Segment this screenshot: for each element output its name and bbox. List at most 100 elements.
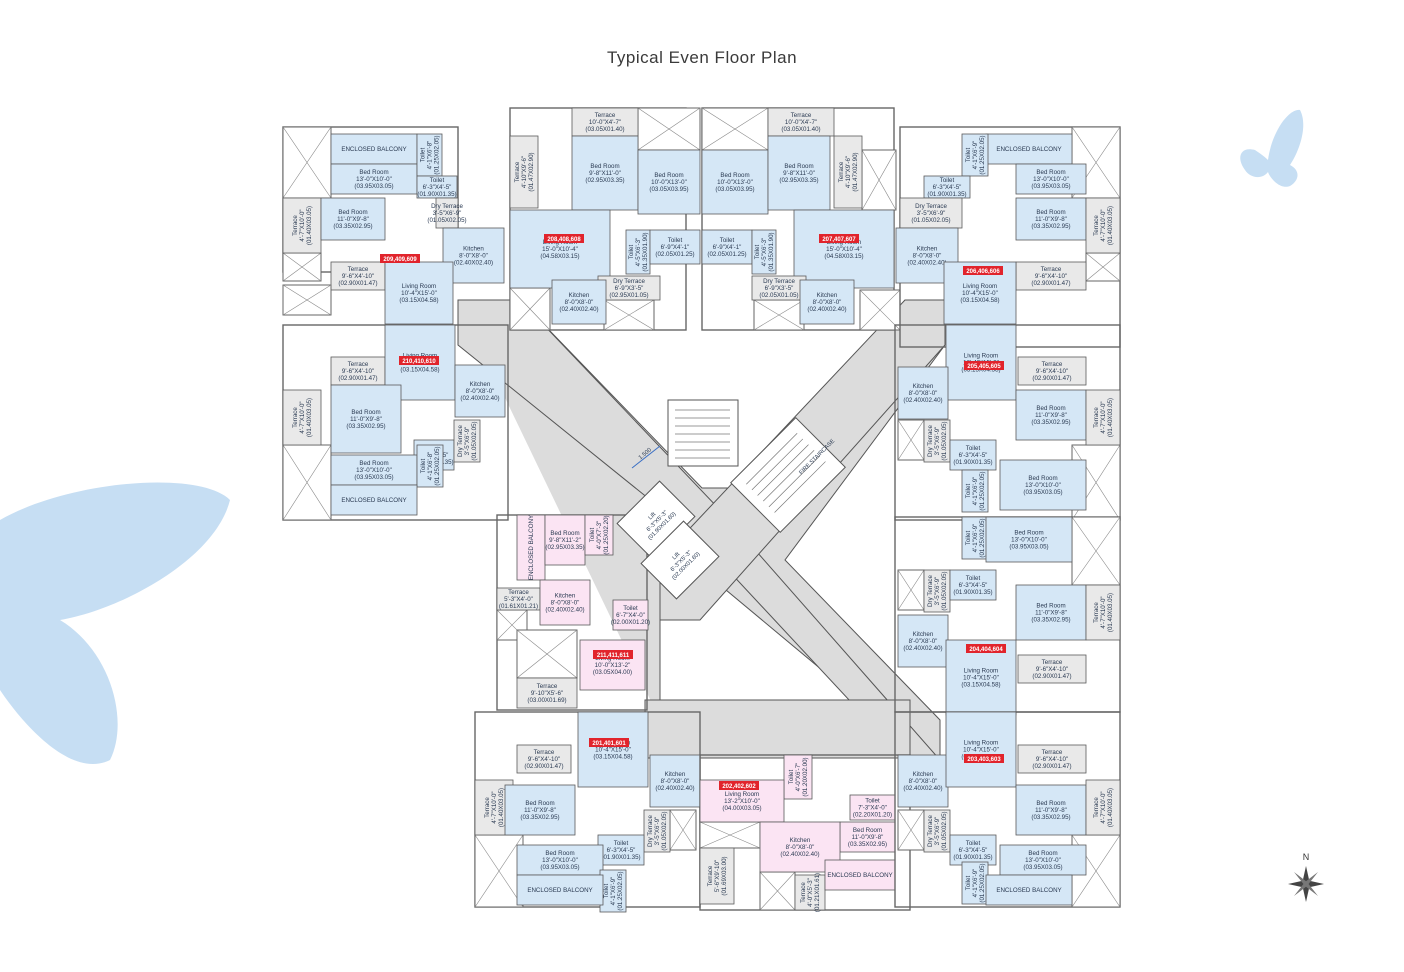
open-to-sky-void [897,809,925,851]
room-name: Toilet [966,840,981,847]
room-dimension-imperial: 6'-3"X4'-5" [607,847,636,854]
room-dimension-imperial: 11'-0"X9'-8" [524,807,556,814]
room-dimension-metric: (01.05X02.05) [941,421,948,460]
room-name: Living Room [964,739,998,746]
room-dimension-imperial: 4'-0"X5'-3" [807,878,814,907]
room-dimension-imperial: 4'-10"X9'-6" [845,156,852,188]
room-dimension-imperial: 4'-7"X10'-0" [491,791,498,823]
unit-number-label: 208,408,608 [547,237,581,243]
room-name: Kitchen [463,245,484,252]
room-name: ENCLOSED BALCONY [996,146,1061,153]
room-dimension-metric: (02.90X01.47) [1032,375,1071,382]
apartment-unit: ENCLOSED BALCONY Bed Room9'-8"X11'-2"(02.… [496,514,650,711]
room-dimension-imperial: 4'-1"X6'-9" [610,877,617,906]
room-name: Terrace [537,683,558,690]
room-dimension-metric: (03.35X02.95) [1031,419,1070,426]
unit-number-label: 202,402,602 [722,784,756,790]
room-dimension-metric: (04.58X03.15) [824,253,863,260]
room-name: Toilet [965,876,972,891]
room-dimension-metric: (02.95X03.35) [779,177,818,184]
room-dimension-metric: (02.20X01.20) [853,812,892,819]
room-enclosed-balcony: ENCLOSED BALCONY [516,514,546,581]
room-name: Bed Room [784,163,813,170]
open-to-sky-void [282,444,332,521]
room-name: Bed Room [590,163,619,170]
room-dimension-imperial: 8'-0"X8'-0" [813,299,842,306]
open-to-sky-void [282,284,332,316]
open-to-sky-void [1071,516,1121,586]
room-name: ENCLOSED BALCONY [528,515,535,580]
room-dimension-metric: (01.25X02.05) [617,871,624,910]
room-dimension-metric: (01.90X01.35) [601,854,640,861]
room-dimension-imperial: 6'-9"X4'-1" [713,244,742,251]
unit-number-tag: 205,405,605 [964,361,1004,370]
room-dimension-metric: (02.40X02.40) [780,851,819,858]
open-to-sky-void [897,419,925,461]
room-dimension-imperial: 4'-0"X6'-7" [795,763,802,792]
room-name: ENCLOSED BALCONY [341,146,406,153]
room-dimension-metric: (01.40X03.05) [306,398,313,437]
room-dimension-metric: (01.25X02.05) [979,518,986,557]
room-dimension-imperial: 4'-7"X10'-0" [1100,596,1107,628]
room-dimension-imperial: 13'-0"X10'-0" [356,467,392,474]
fire-staircase: FIRE STAIRCASE [730,417,846,533]
room-name: Terrace [1042,361,1063,368]
compass-north-label: N [1303,852,1310,862]
room-dimension-imperial: 13'-0"X10'-0" [542,857,578,864]
room-dimension-imperial: 15'-0"X10'-4" [826,246,862,253]
room-dimension-metric: (03.15X04.58) [399,297,438,304]
room-dimension-metric: (01.90X01.35) [953,589,992,596]
room-name: Toilet [965,531,972,546]
room-dimension-metric: (03.35X02.95) [333,223,372,230]
butterfly-decoration-left [0,482,230,764]
room-dimension-metric: (03.15X04.58) [593,754,632,761]
room-dimension-metric: (02.90X01.47) [524,763,563,770]
room-dimension-metric: (01.40X03.05) [1107,398,1114,437]
room-dimension-imperial: 11'-0"X9'-8" [852,834,884,841]
room-dimension-imperial: 5'-6"X9'-10" [714,860,721,892]
butterfly-decoration-right [1240,109,1304,187]
room-dimension-metric: (01.05X02.05) [471,421,478,460]
room-dimension-metric: (03.35X02.95) [1031,617,1070,624]
room-name: Kitchen [569,292,590,299]
room-living-room: Living Room15'-0"X10'-4"(04.58X03.15) [509,209,611,289]
room-dimension-imperial: 9'-6"X4'-10" [528,756,560,763]
room-dimension-metric: (01.90X01.35) [953,459,992,466]
room-dimension-metric: (01.40X03.05) [1107,788,1114,827]
room-dimension-metric: (01.05X02.05) [941,571,948,610]
room-dimension-imperial: 6'-3"X4'-5" [933,184,962,191]
room-dimension-imperial: 3'-5"X6'-9" [433,210,462,217]
room-dimension-imperial: 3'-5"X6'-9" [464,427,471,456]
room-dimension-imperial: 9'-6"X4'-10" [342,368,374,375]
room-name: Dry Terrace [457,425,464,457]
room-dimension-imperial: 9'-8"X11'-2" [549,537,581,544]
room-dimension-metric: (03.95X03.05) [1023,864,1062,871]
room-dimension-metric: (03.15X04.58) [960,297,999,304]
open-to-sky-void [509,287,551,331]
room-dimension-metric: (03.95X03.05) [540,864,579,871]
room-name: Toilet [603,884,610,899]
room-dimension-metric: (03.15X04.58) [961,367,1000,374]
